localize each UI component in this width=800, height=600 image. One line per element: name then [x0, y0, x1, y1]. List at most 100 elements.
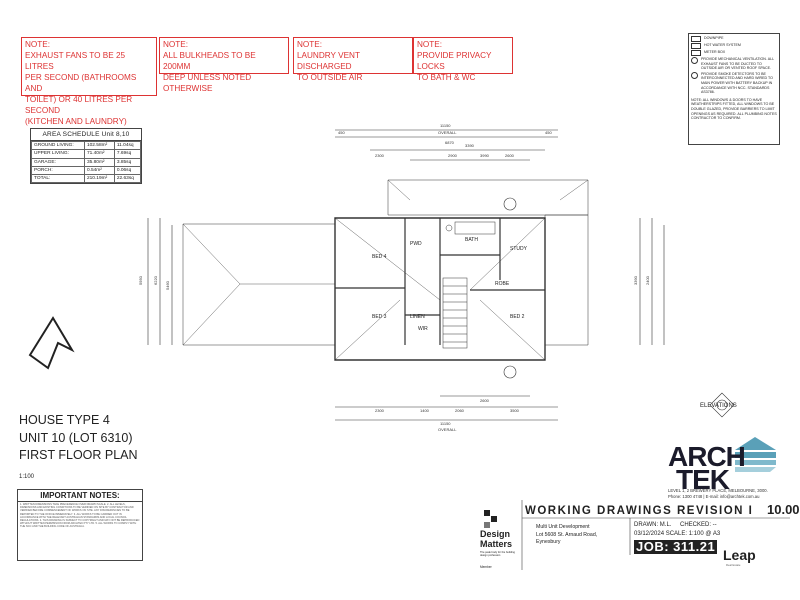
roof-outline-left [182, 223, 336, 346]
plan-name: FIRST FLOOR PLAN [19, 448, 138, 462]
note-laundry-vent: NOTE: LAUNDRY VENT DISCHARGED TO OUTSIDE… [293, 37, 413, 82]
downpipe-icon [691, 36, 701, 42]
dim-text: 2600 [480, 398, 490, 403]
design-matters-tagline: The peak body for the building design pr… [480, 551, 515, 557]
note-label: NOTE: [297, 40, 323, 49]
dim-text: 450 [338, 130, 345, 135]
checked-by: CHECKED: -- [680, 522, 717, 528]
legend-row: HOT WATER SYSTEM [691, 43, 777, 49]
area-schedule: AREA SCHEDULE Unit 8,10 GROUND LIVING:10… [30, 128, 142, 185]
note-line: LAUNDRY VENT DISCHARGED [297, 51, 360, 71]
note-line: DEEP UNLESS NOTED OTHERWISE [163, 73, 252, 93]
drawn-by: DRAWN: M.L. [634, 522, 672, 528]
section-marker [503, 365, 517, 379]
logo-line2: TEK [676, 464, 730, 495]
room-label-bed3: BED 3 [372, 314, 387, 320]
project-address: Multi Unit Development Lot 5608 St. Arna… [536, 524, 598, 545]
note-line: TO OUTSIDE AIR [297, 73, 363, 82]
working-drawings-title: WORKING DRAWINGS REVISION I [525, 505, 754, 517]
legend-row: PROVIDE MECHANICAL VENTILATION. ALL EXHA… [691, 57, 777, 71]
dim-text: 2400 [645, 275, 650, 285]
dim-text: OVERALL [438, 427, 457, 432]
room-label-study: STUDY [510, 246, 528, 252]
note-line: TOILET) OR 40 LITRES PER SECOND [25, 95, 133, 115]
room-label-pwd: PWD [410, 241, 422, 247]
job-number: JOB: 311.21 [634, 539, 718, 554]
dim-text: 6220 [153, 275, 158, 285]
design-matters-badge: Design Matters The peak body for the bui… [480, 507, 520, 569]
room-label-wir: WIR [418, 326, 428, 332]
drawing-scale: 1:100 [19, 474, 35, 480]
hot-water-icon [691, 43, 701, 49]
important-notes: IMPORTANT NOTES: 1. WRITTEN DIMENSIONS T… [17, 489, 143, 561]
design-matters-member: Member [480, 565, 492, 569]
note-line: ALL BULKHEADS TO BE 200mm [163, 51, 256, 71]
leap-subtitle: Real Estate [726, 563, 741, 567]
note-line: PER SECOND (BATHROOMS AND [25, 73, 137, 93]
elevations-label: ELEVATIONS [700, 403, 737, 409]
legend-box: DOWNPIPE HOT WATER SYSTEM METER BOX PROV… [688, 33, 780, 145]
roof-hip-line [182, 283, 241, 346]
dim-text: 1400 [420, 408, 430, 413]
dim-text: 6870 [445, 140, 455, 145]
note-label: NOTE: [25, 40, 51, 49]
dim-text: 3500 [510, 408, 520, 413]
dim-text: 5460 [165, 280, 170, 290]
date-scale: 03/12/2024 SCALE: 1:100 @ A3 [634, 531, 721, 537]
elevation-marker-diamond [709, 392, 735, 418]
roof-outline-top [387, 179, 589, 216]
dim-text: 2300 [375, 408, 385, 413]
house-type: HOUSE TYPE 4 [19, 413, 110, 427]
roof-hip-line [387, 179, 411, 201]
legend-footer: NOTE: ALL WINDOWS & DOORS TO HAVE WEATHE… [691, 97, 777, 121]
smoke-detector-icon [691, 71, 698, 79]
design-matters-name: Design Matters [480, 529, 513, 549]
meter-box-icon [691, 50, 701, 56]
note-label: NOTE: [417, 40, 443, 49]
exhaust-fan-icon [691, 57, 698, 64]
logo-line1: ARCH [668, 441, 746, 472]
dim-text: 11150 [440, 421, 451, 426]
note-line: (KITCHEN AND LAUNDRY) [25, 117, 127, 126]
important-notes-title: IMPORTANT NOTES: [18, 490, 142, 502]
dim-text: OVERALL [438, 130, 457, 135]
company-logo: ARCH TEK [668, 443, 746, 495]
archtek-logo-icon [735, 437, 776, 472]
stairs [442, 277, 468, 349]
room-label-linen: LINEN [410, 314, 425, 320]
room-label-bed4: BED 4 [372, 254, 387, 260]
dim-text: 3990 [480, 153, 490, 158]
note-label: NOTE: [163, 40, 189, 49]
roof-hip-line [469, 217, 546, 291]
dim-text: 3390 [465, 143, 475, 148]
bathtub [454, 221, 496, 235]
leap-logo: Leap [723, 547, 756, 563]
section-marker [503, 197, 517, 211]
dim-text: 5950 [138, 275, 143, 285]
company-address: LEVEL 1, 2 BREWERY PLACE, MELBOURNE, 300… [668, 488, 768, 499]
sheet-number-top: 10.00 [767, 502, 800, 517]
roof-outline-right [544, 214, 589, 346]
dim-text: 3390 [633, 275, 638, 285]
roof-hip-line [334, 299, 401, 361]
room-label-robe: ROBE [495, 281, 510, 287]
north-arrow-icon [28, 316, 75, 370]
dim-text: 11150 [440, 123, 451, 128]
legend-row: PROVIDE SMOKE DETECTORS TO BE INTERCONNE… [691, 71, 777, 95]
note-exhaust-fans: NOTE: EXHAUST FANS TO BE 25 LITRES PER S… [21, 37, 157, 126]
roof-hip-line [559, 179, 589, 201]
area-schedule-title: AREA SCHEDULE Unit 8,10 [31, 129, 141, 141]
dim-text: 2300 [375, 153, 385, 158]
design-matters-icon [484, 510, 497, 528]
note-bulkheads: NOTE: ALL BULKHEADS TO BE 200mm DEEP UNL… [159, 37, 289, 93]
note-line: TO BATH & WC [417, 73, 476, 82]
dim-text: 2900 [448, 153, 458, 158]
dim-text: 2060 [455, 408, 465, 413]
roof-hip-line [182, 223, 241, 285]
unit-lot: UNIT 10 (LOT 6310) [19, 430, 133, 445]
roof-hip-line [479, 299, 546, 361]
dim-text: 450 [545, 130, 552, 135]
basin [445, 224, 453, 232]
